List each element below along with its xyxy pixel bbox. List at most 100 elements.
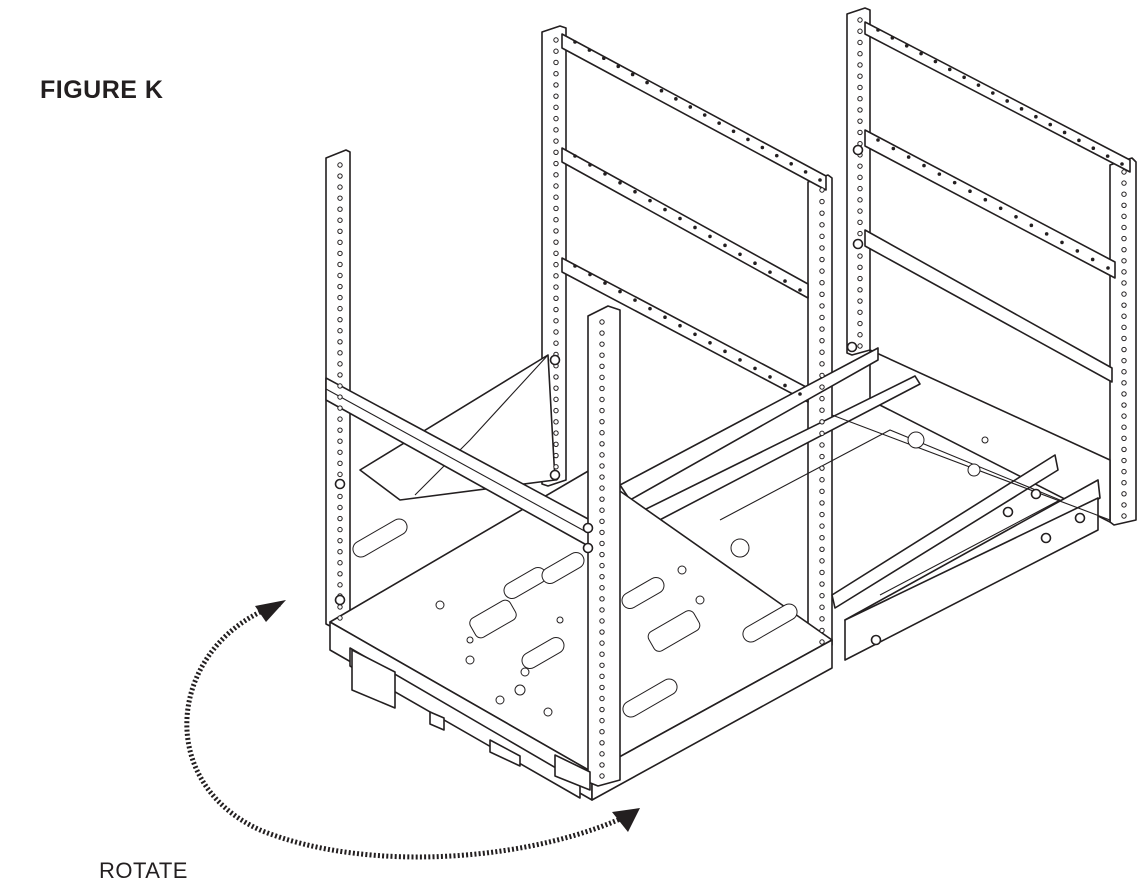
bolt	[852, 144, 864, 156]
left-post-holes	[337, 471, 343, 478]
far-post-holes	[857, 197, 863, 203]
far-right-post-holes	[1121, 380, 1127, 386]
beam-slot	[983, 197, 988, 202]
left-post-holes	[337, 173, 343, 179]
rear-right-post-holes	[819, 384, 825, 390]
rear-right-post-holes	[819, 372, 825, 379]
beam-slot	[798, 288, 802, 292]
left-post-holes	[337, 316, 343, 323]
rear-left-frame	[541, 25, 833, 651]
rear-right-post-holes	[819, 419, 825, 425]
far-post-holes	[857, 275, 863, 282]
beam-slot	[991, 91, 995, 95]
left-post-holes	[337, 383, 343, 389]
rear-right-post-holes	[819, 569, 825, 576]
left-post-holes	[337, 405, 343, 411]
far-right-post-holes	[1121, 335, 1127, 342]
front-post-holes	[599, 706, 605, 713]
rotate-label: ROTATE	[99, 858, 188, 883]
rear-post-holes	[553, 93, 559, 99]
rear-post-holes	[553, 228, 559, 234]
rear-post-holes	[553, 273, 559, 279]
beam-slot	[1105, 154, 1110, 158]
far-right-post-holes	[1121, 357, 1127, 364]
rear-post-holes	[553, 261, 559, 268]
front-post-holes	[599, 385, 605, 392]
rear-right-post-holes	[819, 477, 825, 483]
beam-slot	[760, 145, 765, 150]
far-post-holes	[857, 309, 863, 315]
beam-slot	[962, 75, 966, 80]
left-post-holes	[337, 449, 343, 455]
beam-slot	[919, 51, 923, 56]
front-post-holes	[599, 396, 605, 403]
far-right-post-holes	[1121, 313, 1127, 319]
beam-slot	[768, 270, 772, 274]
beam-slot	[573, 264, 577, 268]
beam-slot	[947, 67, 952, 72]
far-post-holes	[857, 332, 863, 338]
beam-slot	[723, 349, 727, 354]
far-right-post-holes	[1121, 446, 1127, 453]
rear-post-holes	[553, 216, 559, 223]
left-post-holes	[337, 239, 343, 246]
left-post-holes	[337, 328, 343, 334]
bolt	[870, 634, 882, 646]
rear-right-post-holes	[819, 465, 825, 471]
rear-right-post-holes	[819, 500, 825, 506]
rear-right-post-holes	[819, 546, 825, 552]
rear-post-holes	[553, 104, 559, 111]
beam-slot	[798, 392, 802, 396]
front-post-holes	[599, 673, 605, 680]
far-right-post-holes	[1121, 302, 1127, 308]
rear-post-holes	[553, 48, 559, 54]
rear-right-post-holes	[819, 639, 825, 645]
front-post-holes	[599, 717, 605, 724]
rear-right-post-holes	[819, 198, 825, 205]
front-post-holes	[599, 540, 605, 547]
beam-slot	[663, 315, 667, 320]
beam-slot	[998, 206, 1003, 211]
far-right-post-holes	[1121, 202, 1127, 208]
front-post-holes	[599, 341, 605, 347]
beam-slot	[1019, 107, 1024, 111]
rear-right-post-holes	[819, 558, 825, 564]
far-right-post-holes	[1121, 258, 1127, 264]
beam-slot	[693, 225, 697, 230]
far-post-holes	[857, 95, 863, 102]
far-right-post-holes	[1121, 324, 1127, 331]
front-post-holes	[599, 573, 605, 580]
far-post-holes	[857, 51, 863, 57]
left-post-holes	[337, 217, 343, 223]
beam-slot	[976, 83, 981, 87]
rear-right-post-holes	[819, 245, 825, 251]
front-post-holes	[599, 330, 605, 336]
left-post-holes	[337, 604, 343, 610]
rear-post-holes	[553, 295, 559, 302]
rear-post-holes	[553, 138, 559, 144]
far-post-holes	[857, 320, 863, 327]
bolt	[549, 469, 561, 481]
beam-slot	[708, 341, 712, 345]
left-post-holes	[337, 283, 343, 290]
left-post-holes	[337, 615, 343, 621]
left-post-holes	[337, 162, 343, 168]
beam-slot	[968, 189, 972, 193]
left-post-holes	[337, 372, 343, 378]
rear-right-post-holes	[819, 303, 825, 309]
left-post-holes	[337, 549, 343, 555]
bolt	[582, 522, 594, 534]
beam-slot	[602, 56, 606, 61]
left-post-holes	[337, 339, 343, 345]
bolt	[334, 478, 346, 490]
front-post-holes	[599, 474, 605, 480]
rear-post-holes	[553, 82, 559, 88]
beam-slot	[876, 28, 880, 32]
beam-slot	[1014, 215, 1018, 219]
bolt	[1040, 532, 1052, 544]
beam-slot	[783, 279, 787, 283]
beam-slot	[633, 189, 637, 194]
far-right-post-holes	[1121, 402, 1127, 408]
front-post-holes	[599, 452, 605, 458]
rear-right-post-holes	[819, 407, 825, 413]
